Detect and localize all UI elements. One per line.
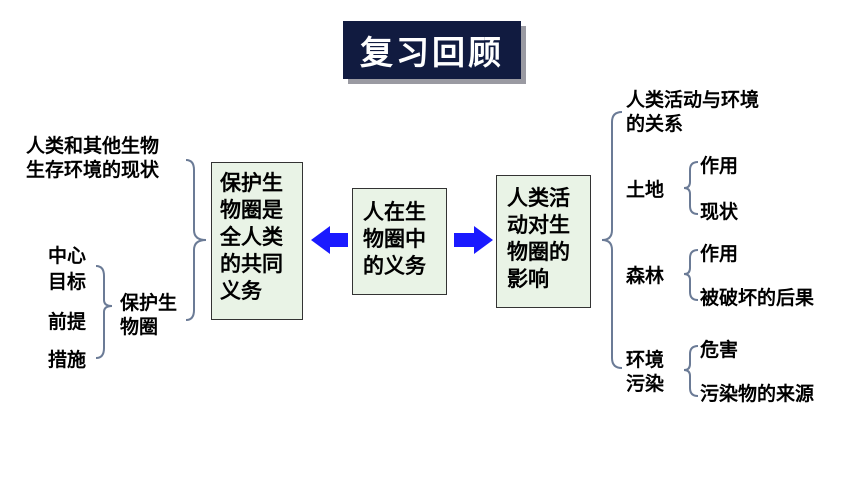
relation-label-line2: 的关系 (626, 113, 684, 135)
land-item-role: 作用 (700, 155, 739, 177)
box-center-line: 人在生 (363, 200, 426, 224)
box-human-impact: 人类活 动对生 物圈的 影响 (496, 175, 591, 308)
sub-item-measures: 措施 (48, 349, 87, 371)
box-left-line: 的共同 (220, 252, 283, 276)
relation-label-line1: 人类活动与环境 (626, 89, 760, 111)
pollution-item-harm: 危害 (700, 339, 739, 361)
box-left-line: 义务 (220, 279, 262, 303)
sub-item-goal: 目标 (48, 271, 87, 293)
box-center-line: 的义务 (363, 254, 426, 278)
box-left-line: 全人类 (220, 225, 283, 249)
pollution-label-line2: 污染 (626, 373, 665, 395)
forest-item-role: 作用 (700, 243, 739, 265)
forest-label: 森林 (626, 265, 665, 287)
right-arrow (454, 226, 493, 254)
box-right-line: 人类活 (507, 186, 570, 210)
left-sub-bracket (95, 265, 113, 359)
page-title: 复习回顾 (360, 33, 504, 72)
env-status-label-line2: 生存环境的现状 (26, 159, 160, 181)
env-status-label-line1: 人类和其他生物 (26, 135, 160, 157)
pollution-label-line1: 环境 (626, 349, 665, 371)
forest-bracket (683, 249, 699, 301)
protect-biosphere-label-line2: 物圈 (120, 316, 159, 338)
box-center-line: 物圈中 (363, 227, 426, 251)
left-arrow (311, 226, 348, 254)
forest-item-consequence: 被破坏的后果 (700, 287, 815, 309)
sub-item-center: 中心 (48, 245, 87, 267)
sub-item-premise: 前提 (48, 311, 87, 333)
box-left-line: 保护生 (220, 171, 283, 195)
land-bracket (683, 161, 699, 215)
box-left-line: 物圈是 (220, 198, 283, 222)
land-label: 土地 (626, 179, 665, 201)
right-main-bracket (601, 111, 623, 369)
box-right-line: 动对生 (507, 213, 570, 237)
pollution-item-sources: 污染物的来源 (700, 383, 815, 405)
title-banner: 复习回顾 (343, 21, 521, 79)
box-right-line: 影响 (507, 267, 549, 291)
protect-biosphere-label-line1: 保护生 (120, 292, 178, 314)
box-protect-biosphere: 保护生 物圈是 全人类 的共同 义务 (211, 162, 303, 320)
box-human-duty: 人在生 物圈中 的义务 (352, 188, 447, 295)
land-item-status: 现状 (700, 201, 739, 223)
left-main-bracket (185, 159, 207, 321)
pollution-bracket (683, 345, 699, 397)
box-right-line: 物圈的 (507, 240, 570, 264)
